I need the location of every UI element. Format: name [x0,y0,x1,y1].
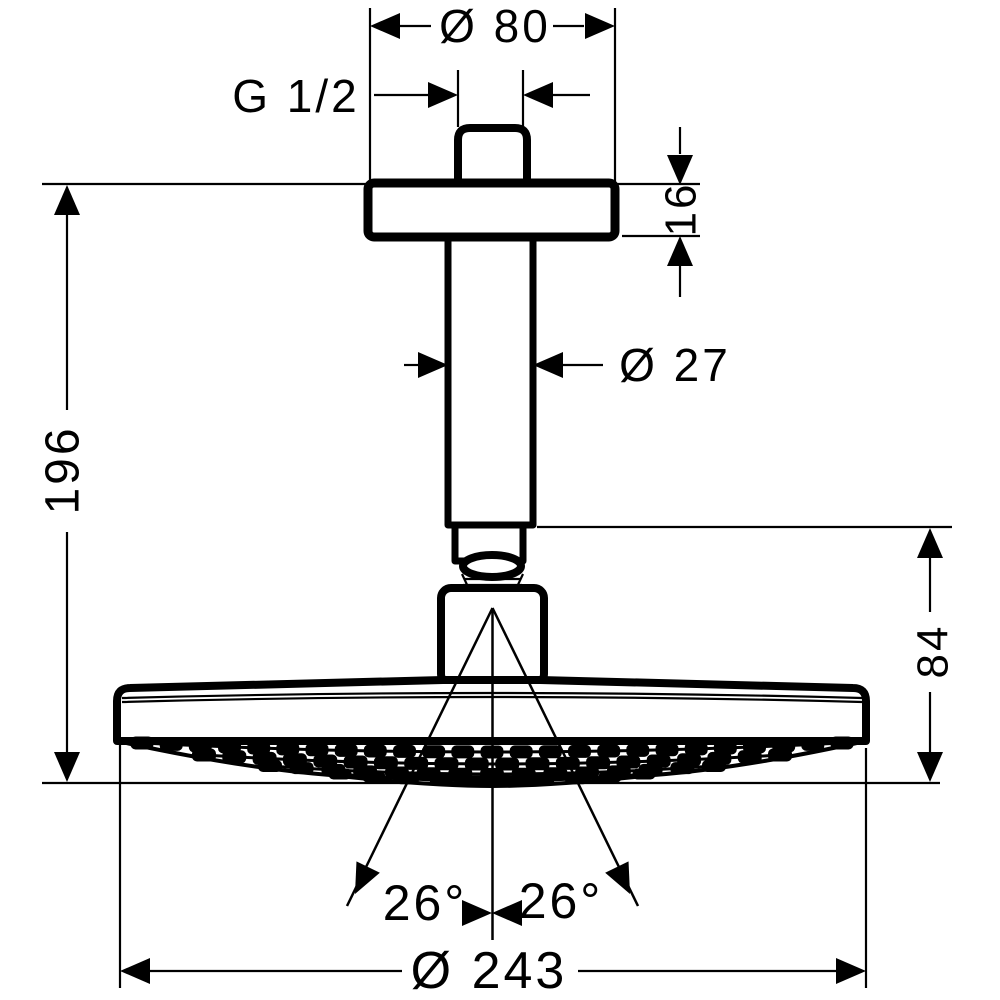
nozzle-dot [801,737,825,751]
nozzle-dot [463,775,487,787]
nozzle-dot [328,768,352,780]
nozzle-dot [509,745,533,759]
head-height-label: 84 [909,624,958,679]
dim-spray-angles: 26° 26° [343,861,642,931]
arrowhead [370,13,400,39]
nozzle-dot [495,757,520,771]
arrowhead [492,900,522,926]
dim-arm-diameter: Ø 27 [404,339,731,391]
nozzle-dot [597,744,621,758]
nozzle-dot [276,742,300,756]
arrowhead [54,185,80,215]
nozzle-dot [289,762,314,775]
nozzle-dot [626,743,650,757]
nozzle-dot [684,742,708,756]
thread-connector [454,124,531,187]
nozzle-dot [334,743,358,757]
arrowhead [343,861,380,900]
arrowhead [836,958,866,984]
nozzle-dot [305,743,329,757]
nozzle-dot [373,756,398,770]
arrowhead [54,752,80,782]
nozzle-dot [363,744,387,758]
nozzle-dot [538,745,562,759]
shower-arm-pipe [444,229,537,529]
arrowhead [523,82,553,108]
nozzle-dot [525,757,550,771]
dim-overall-height: 196 [37,185,90,782]
arrowhead [667,236,693,266]
nozzle-dot [159,737,183,751]
arrowhead [428,82,458,108]
flange-thickness-label: 16 [657,182,706,237]
nozzle-dot [130,736,154,750]
arrowhead [667,155,693,185]
nozzle-dot [258,760,282,772]
spray-cone-left-line [345,607,494,907]
nozzle-dot [218,740,241,754]
nozzle-dot [362,771,386,783]
nozzle-dot [222,750,247,764]
nozzle-dot [655,743,679,757]
dim-thread-size: G 1/2 [232,70,590,122]
arrowhead [605,861,642,900]
flange-diameter-label: Ø 80 [439,0,551,52]
spray-cone-right-line [491,607,640,907]
arrowhead [917,752,943,782]
nozzle-dot [830,736,854,750]
arrowhead [917,528,943,558]
nozzle-dot [670,762,695,775]
nozzle-dot [713,741,737,755]
nozzle-dot [497,775,521,787]
nozzle-dot [702,760,726,772]
nozzle-dot [422,745,446,759]
ball-joint [459,551,525,581]
nozzle-dot [568,744,591,758]
nozzle-dot [192,748,216,762]
nozzle-dot [343,755,368,769]
nozzle-dot [451,745,475,759]
nozzle-dot [396,773,420,785]
ceiling-flange [363,178,620,242]
nozzle-dot [632,768,656,780]
dim-flange-thickness: 16 [657,127,706,297]
dim-flange-diameter: Ø 80 [370,0,615,52]
spray-angle-right-label: 26° [519,873,604,929]
spray-cone-lines [345,607,640,940]
dim-head-height: 84 [909,528,958,782]
nozzle-dot [768,748,792,762]
nozzle-dot [737,750,762,764]
nozzle-dot [586,756,611,770]
nozzle-dot [464,757,489,771]
arrowhead [533,352,563,378]
arm-diameter-label: Ø 27 [619,339,731,391]
nozzle-dot [743,740,766,754]
spray-angle-left-label: 26° [383,875,468,931]
nozzle-dot [598,771,622,783]
thread-size-label: G 1/2 [232,70,360,122]
head-diameter-label: Ø 243 [411,942,568,1000]
arrowhead [585,13,615,39]
arrowhead [418,352,448,378]
dim-head-diameter: Ø 243 [120,942,866,1000]
nozzle-dot [434,757,459,771]
overall-height-label: 196 [37,425,90,514]
nozzle-dot [247,741,271,755]
nozzle-dot [393,744,416,758]
arrowhead [120,958,150,984]
nozzle-dot [616,755,641,769]
